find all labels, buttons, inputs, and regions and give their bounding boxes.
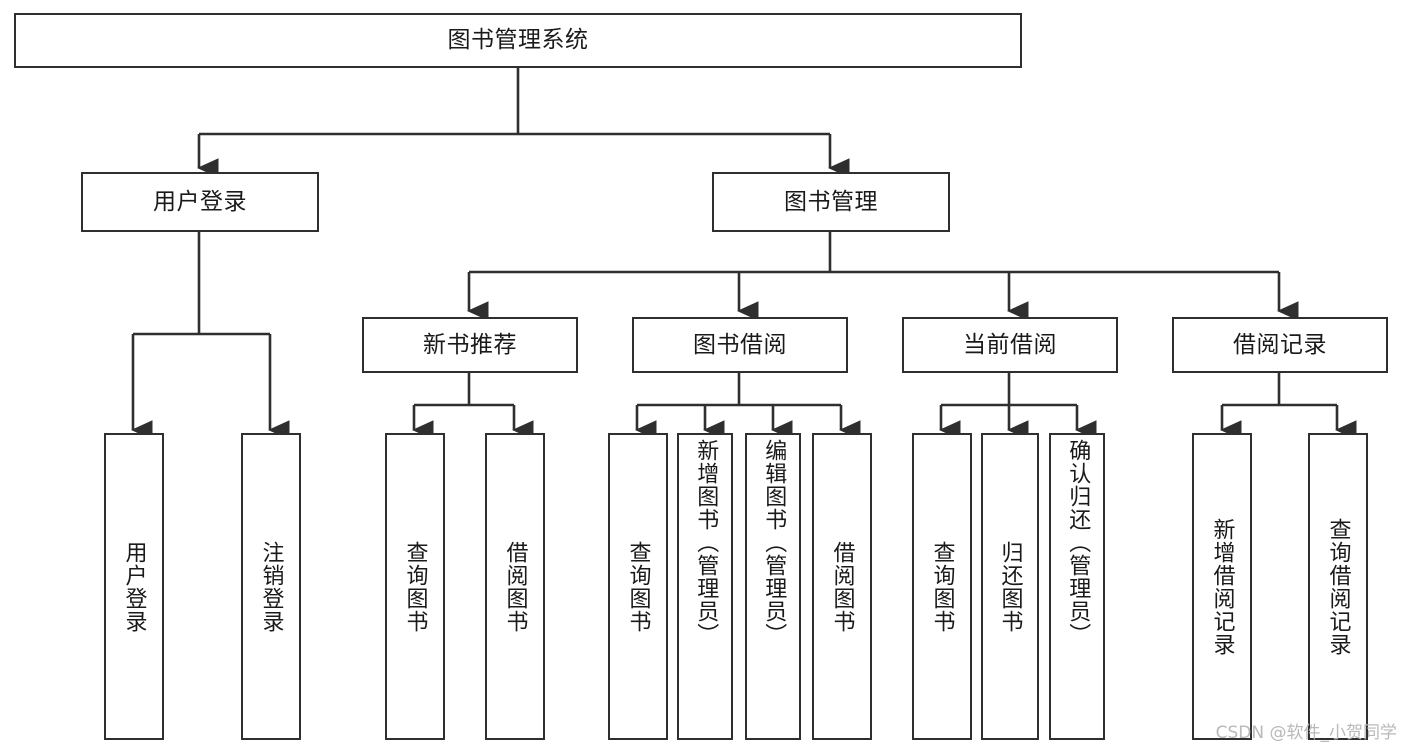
node-label: 归还图书 [997, 540, 1023, 633]
leaf-query-book-new-recommend[interactable]: 查询图书 [385, 433, 445, 740]
leaf-confirm-return-admin[interactable]: 确认归还（管理员） [1049, 433, 1105, 740]
node-label: 查询图书 [625, 540, 651, 633]
node-label: 图书管理系统 [447, 27, 589, 54]
node-label: 图书借阅 [693, 331, 787, 358]
node-label: 借阅图书 [502, 540, 528, 633]
leaf-return-book[interactable]: 归还图书 [981, 433, 1039, 740]
node-label: 注销登录 [258, 540, 284, 633]
node-label: 借阅图书 [829, 540, 855, 633]
node-label: 用户登录 [121, 540, 147, 633]
node-label: 当前借阅 [963, 331, 1057, 358]
node-label: 图书管理 [784, 188, 878, 215]
leaf-borrow-book[interactable]: 借阅图书 [812, 433, 872, 740]
node-label: 借阅记录 [1233, 331, 1327, 358]
leaf-query-book-borrow[interactable]: 查询图书 [608, 433, 668, 740]
node-label: 确认归还（管理员） [1065, 439, 1091, 646]
node-root-library-management-system[interactable]: 图书管理系统 [14, 13, 1022, 68]
node-label: 用户登录 [153, 188, 247, 215]
leaf-query-borrow-record[interactable]: 查询借阅记录 [1308, 433, 1368, 740]
leaf-user-login[interactable]: 用户登录 [104, 433, 164, 740]
node-label: 查询图书 [402, 540, 428, 633]
node-label: 编辑图书（管理员） [761, 439, 787, 646]
node-label: 新增图书（管理员） [693, 439, 719, 646]
leaf-borrow-book-new-recommend[interactable]: 借阅图书 [485, 433, 545, 740]
node-new-book-recommend[interactable]: 新书推荐 [362, 317, 578, 373]
node-label: 查询图书 [929, 540, 955, 633]
leaf-logout[interactable]: 注销登录 [241, 433, 301, 740]
node-label: 查询借阅记录 [1325, 517, 1351, 656]
node-current-borrow[interactable]: 当前借阅 [902, 317, 1118, 373]
leaf-query-book-current[interactable]: 查询图书 [912, 433, 972, 740]
node-user-login[interactable]: 用户登录 [81, 172, 319, 232]
leaf-add-borrow-record[interactable]: 新增借阅记录 [1192, 433, 1252, 740]
leaf-add-book-admin[interactable]: 新增图书（管理员） [677, 433, 733, 740]
node-book-borrow[interactable]: 图书借阅 [632, 317, 848, 373]
node-borrow-record[interactable]: 借阅记录 [1172, 317, 1388, 373]
node-book-management[interactable]: 图书管理 [712, 172, 950, 232]
node-label: 新增借阅记录 [1209, 517, 1235, 656]
node-label: 新书推荐 [423, 331, 517, 358]
leaf-edit-book-admin[interactable]: 编辑图书（管理员） [745, 433, 801, 740]
